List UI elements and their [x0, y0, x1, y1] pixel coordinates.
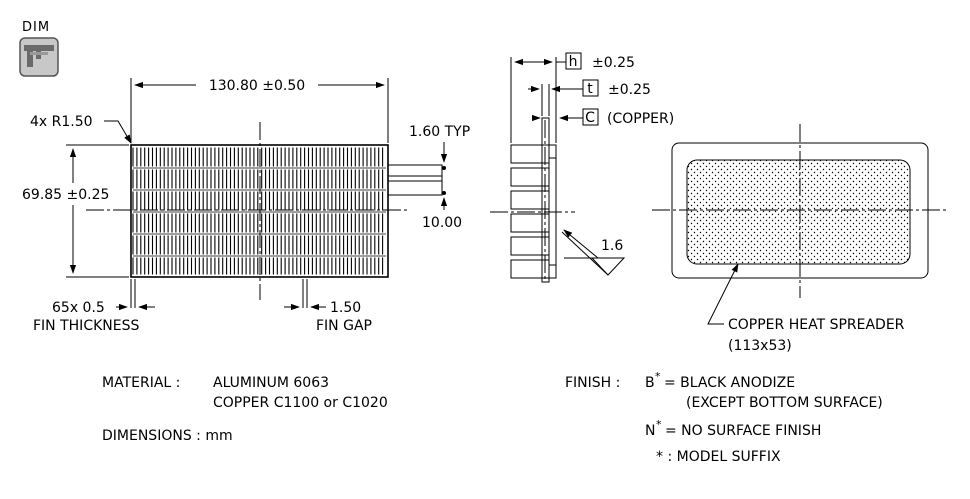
fin-gap-dim: 1.50 [330, 300, 361, 316]
overall-height-dim: 69.85 ±0.25 [22, 187, 109, 203]
dim-badge-label: DIM [22, 20, 50, 35]
spreader-leader [707, 263, 739, 325]
h-symbol: h [569, 54, 578, 70]
finish-label: FINISH : [565, 375, 620, 391]
h-symbol-box [565, 52, 582, 70]
spreader-label: COPPER HEAT SPREADER [728, 317, 905, 333]
finish-n-asterisk: * [656, 418, 662, 431]
side-view: h ±0.25 t ±0.25 C (COPPER) 1.6 [490, 52, 674, 283]
bottom-view: COPPER HEAT SPREADER (113x53) [652, 124, 948, 354]
surface-finish-value: 1.6 [601, 238, 623, 254]
t-symbol: t [587, 81, 593, 97]
material-notes: MATERIAL : ALUMINUM 6063 COPPER C1100 or… [102, 375, 388, 444]
fin-count-dim: 65x 0.5 [52, 300, 105, 316]
material-label: MATERIAL : [102, 375, 180, 391]
finish-b-code: B [645, 375, 655, 391]
dim-badge[interactable]: DIM [19, 20, 59, 77]
t-tolerance: ±0.25 [608, 82, 651, 98]
fin-gap-caption: FIN GAP [316, 318, 372, 334]
caliper-icon [19, 37, 59, 77]
fin-array [132, 147, 386, 275]
heatsink-outline [130, 144, 389, 278]
base-plate [387, 164, 443, 196]
material-line-2: COPPER C1100 or C1020 [213, 395, 388, 411]
finish-notes: FINISH : B * = BLACK ANODIZE (EXCEPT BOT… [565, 370, 883, 465]
overall-width-dim: 130.80 ±0.50 [209, 78, 305, 94]
material-line-1: ALUMINUM 6063 [213, 375, 329, 391]
c-symbol-box [582, 108, 599, 126]
front-view: 130.80 ±0.50 4x R1.50 69.85 ±0.25 1.60 T… [22, 78, 470, 334]
spreader-size: (113x53) [728, 338, 792, 354]
corner-radius-dim: 4x R1.50 [30, 114, 93, 130]
finish-b-text: = BLACK ANODIZE [664, 375, 795, 391]
base-thickness-dim: 1.60 TYP [409, 124, 470, 140]
copper-heat-spreader [686, 159, 911, 265]
copper-note: (COPPER) [607, 111, 674, 127]
h-tolerance: ±0.25 [592, 55, 635, 71]
fin-thickness-caption: FIN THICKNESS [33, 318, 139, 334]
finish-b-note: (EXCEPT BOTTOM SURFACE) [686, 395, 883, 411]
c-symbol: C [585, 110, 595, 126]
model-suffix-note: * : MODEL SUFFIX [656, 449, 781, 465]
t-symbol-box [582, 79, 599, 97]
finish-n-text: = NO SURFACE FINISH [665, 423, 821, 439]
side-copper-plate [548, 144, 557, 279]
base-offset-dim: 10.00 [422, 215, 462, 231]
corner-radius-leader [104, 120, 132, 144]
finish-b-asterisk: * [655, 370, 661, 383]
finish-n-code: N [645, 423, 655, 439]
dimensions-note: DIMENSIONS : mm [102, 428, 233, 444]
surface-finish-symbol [561, 229, 626, 276]
